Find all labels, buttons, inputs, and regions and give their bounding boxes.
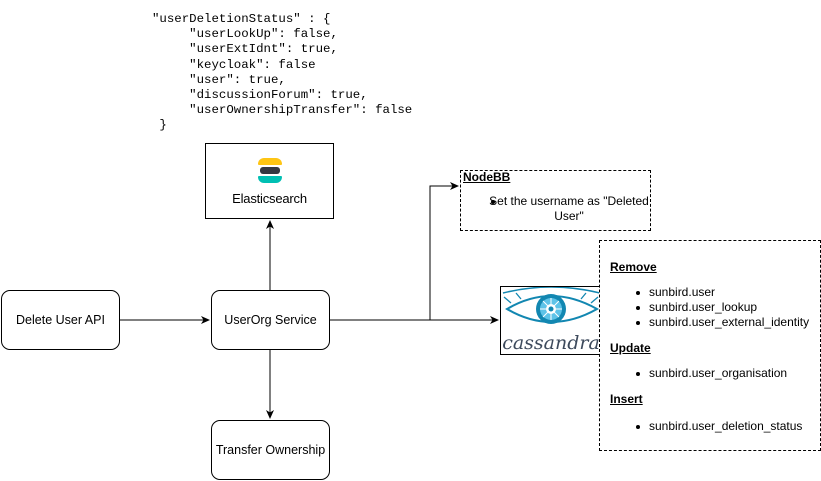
userorg-service-node[interactable]: UserOrg Service	[211, 290, 330, 350]
list-item: sunbird.user_deletion_status	[636, 419, 803, 433]
cassandra-tables-note: Remove sunbird.user sunbird.user_lookup …	[599, 240, 821, 451]
node-label: Delete User API	[16, 313, 105, 327]
remove-section-title: Remove	[610, 260, 657, 274]
table-name: sunbird.user_deletion_status	[649, 419, 803, 433]
list-item: sunbird.user	[636, 285, 716, 299]
list-item-text: Set the username as "Deleted User"	[489, 194, 649, 223]
node-label: Transfer Ownership	[215, 443, 326, 457]
list-item: sunbird.user_lookup	[636, 300, 758, 314]
bullet-icon	[636, 372, 640, 376]
table-name: sunbird.user_organisation	[649, 366, 788, 380]
bullet-icon	[491, 200, 495, 204]
delete-user-api-node[interactable]: Delete User API	[1, 290, 120, 350]
bullet-icon	[636, 306, 640, 310]
nodebb-list: Set the username as "Deleted User"	[489, 194, 649, 224]
elasticsearch-node[interactable]: Elasticsearch	[205, 143, 334, 219]
cassandra-node[interactable]: cassandra	[500, 286, 601, 355]
transfer-ownership-node[interactable]: Transfer Ownership	[211, 420, 330, 480]
bullet-icon	[636, 291, 640, 295]
insert-section-title: Insert	[610, 392, 643, 406]
list-item: sunbird.user_external_identity	[636, 315, 810, 329]
update-section-title: Update	[610, 341, 651, 355]
code-line: "userLookUp": false,	[152, 27, 338, 42]
table-name: sunbird.user_external_identity	[649, 315, 810, 329]
code-line: "userExtIdnt": true,	[152, 42, 338, 57]
elasticsearch-label: Elasticsearch	[232, 191, 307, 206]
bullet-icon	[636, 425, 640, 429]
deletion-status-code-block: "userDeletionStatus" : { "userLookUp": f…	[152, 12, 412, 134]
code-line: "keycloak": false	[152, 57, 316, 72]
table-name: sunbird.user_lookup	[649, 300, 758, 314]
nodebb-note: NodeBB Set the username as "Deleted User…	[460, 170, 651, 231]
table-name: sunbird.user	[649, 285, 716, 299]
cassandra-label: cassandra	[502, 332, 600, 354]
arrow-userorg-to-nodebb	[330, 182, 459, 321]
list-item: Set the username as "Deleted User"	[489, 194, 649, 224]
node-label: UserOrg Service	[224, 313, 317, 327]
cassandra-eye-logo-icon: cassandra	[502, 287, 600, 354]
elasticsearch-logo-icon	[257, 158, 282, 184]
bullet-icon	[636, 321, 640, 325]
code-line: }	[152, 118, 167, 133]
code-line: "user": true,	[152, 72, 286, 87]
nodebb-title: NodeBB	[463, 170, 511, 184]
code-line: "userDeletionStatus" : {	[152, 12, 331, 26]
list-item: sunbird.user_organisation	[636, 366, 788, 380]
code-line: "discussionForum": true,	[152, 88, 368, 103]
code-line: "userOwnershipTransfer": false	[152, 103, 413, 118]
